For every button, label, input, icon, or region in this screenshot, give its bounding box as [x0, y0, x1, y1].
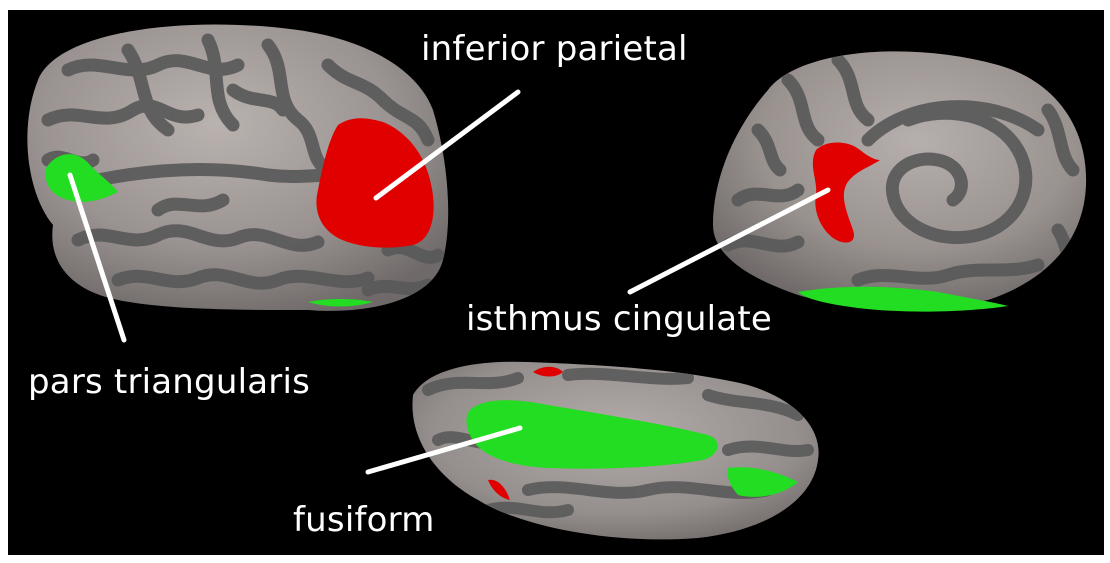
ventral-brain-view	[412, 362, 818, 540]
isthmus-cingulate-label: isthmus cingulate	[466, 302, 772, 336]
fusiform-label: fusiform	[293, 503, 435, 537]
pars-triangularis-label: pars triangularis	[28, 365, 310, 399]
lateral-brain-view	[27, 24, 448, 310]
brain-surfaces-figure	[8, 10, 1104, 555]
inferior-parietal-label: inferior parietal	[421, 32, 688, 66]
medial-brain-view	[713, 51, 1086, 311]
figure-frame: inferior parietal isthmus cingulate pars…	[8, 10, 1104, 555]
